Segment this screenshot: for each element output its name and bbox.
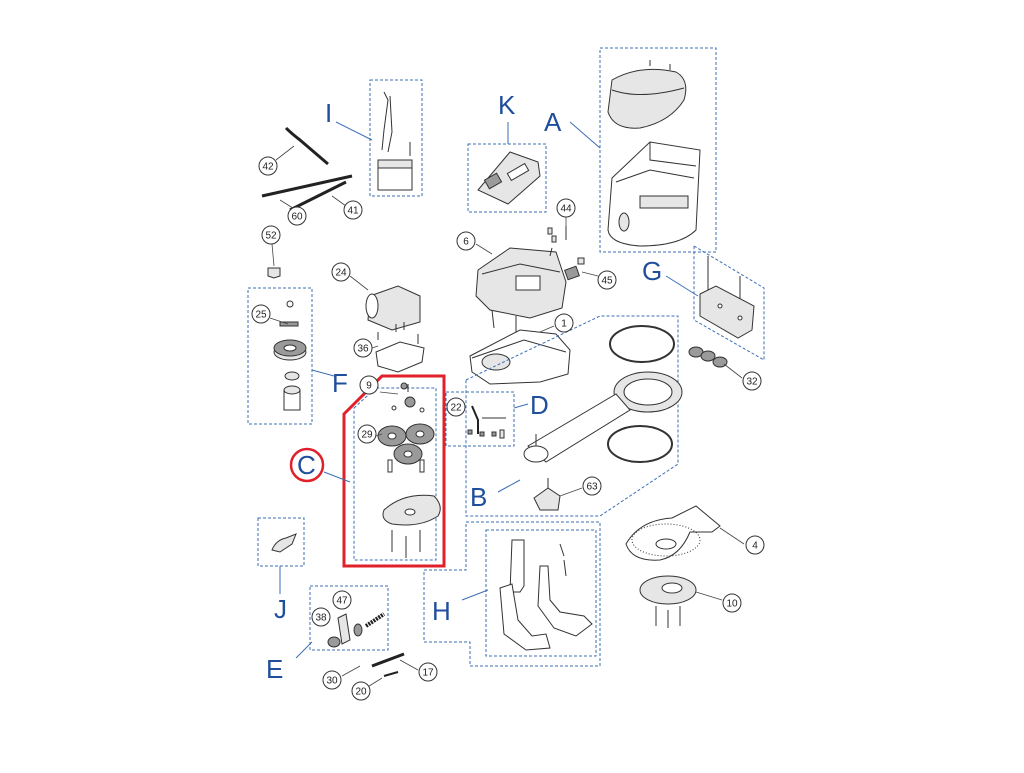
part-63-cam[interactable] <box>533 478 561 511</box>
part-32-washers[interactable] <box>688 346 728 368</box>
callout-36: 36 <box>353 338 373 358</box>
leader-a <box>569 121 601 149</box>
callout-41: 41 <box>343 200 363 220</box>
group-g-bracket[interactable] <box>693 245 765 361</box>
callout-24: 24 <box>331 262 351 282</box>
svg-text:44: 44 <box>560 204 572 215</box>
svg-text:41: 41 <box>347 206 359 217</box>
group-label-g: G <box>642 256 662 286</box>
svg-text:25: 25 <box>255 310 267 321</box>
svg-text:6: 6 <box>463 237 469 248</box>
callout-38: 38 <box>311 607 331 627</box>
part-24-motor[interactable] <box>365 285 421 332</box>
callout-32: 32 <box>742 371 762 391</box>
group-label-i: I <box>325 98 332 128</box>
svg-text:4: 4 <box>752 541 758 552</box>
leader-g <box>665 275 699 297</box>
svg-text:52: 52 <box>265 231 277 242</box>
group-h-legs[interactable] <box>423 521 601 667</box>
leader-b <box>497 479 521 493</box>
part-45-connector[interactable] <box>564 257 585 281</box>
svg-text:38: 38 <box>315 613 327 624</box>
group-i-transformer[interactable] <box>369 79 423 197</box>
wire-harness-parts[interactable] <box>261 126 353 212</box>
group-k-board[interactable] <box>467 143 547 213</box>
svg-text:45: 45 <box>601 276 613 287</box>
group-d-fasteners[interactable] <box>445 391 515 447</box>
svg-text:24: 24 <box>335 268 347 279</box>
group-j-key[interactable] <box>257 517 305 567</box>
group-label-e: E <box>266 654 283 684</box>
svg-text:63: 63 <box>586 482 598 493</box>
callout-29: 29 <box>357 424 377 444</box>
svg-text:42: 42 <box>262 162 274 173</box>
callout-42: 42 <box>258 156 278 176</box>
part-4-plate[interactable] <box>625 505 721 561</box>
leader-d <box>513 403 529 409</box>
part-36-gasket[interactable] <box>375 332 425 373</box>
svg-text:30: 30 <box>326 676 338 687</box>
callout-20: 20 <box>351 681 371 701</box>
callout-22: 22 <box>446 397 466 417</box>
group-label-h: H <box>432 596 451 626</box>
group-e-release[interactable] <box>309 585 389 651</box>
callout-45: 45 <box>597 270 617 290</box>
svg-text:60: 60 <box>291 212 303 223</box>
group-a-covers[interactable] <box>599 47 717 253</box>
part-44-pins[interactable] <box>547 226 567 243</box>
svg-text:17: 17 <box>422 668 434 679</box>
callout-1: 1 <box>554 313 574 333</box>
svg-text:22: 22 <box>450 403 462 414</box>
svg-text:1: 1 <box>561 319 567 330</box>
callout-9: 9 <box>359 375 379 395</box>
group-label-b: B <box>470 482 487 512</box>
group-label-k: K <box>498 90 516 120</box>
svg-text:36: 36 <box>357 344 369 355</box>
highlight-frame-c <box>342 374 446 568</box>
group-label-j: J <box>274 594 287 624</box>
callout-30: 30 <box>322 670 342 690</box>
part-52-clip[interactable] <box>267 267 281 279</box>
svg-text:29: 29 <box>361 430 373 441</box>
leader-c <box>323 471 351 483</box>
callout-17: 17 <box>418 662 438 682</box>
part-1-base[interactable] <box>469 329 571 385</box>
part-20-pin[interactable] <box>383 671 399 677</box>
group-c-gear-train[interactable] <box>342 374 446 568</box>
leader-f <box>311 369 335 377</box>
part-10-disk[interactable] <box>639 575 697 628</box>
callout-47: 47 <box>332 590 352 610</box>
callout-63: 63 <box>582 476 602 496</box>
svg-text:10: 10 <box>726 599 738 610</box>
leader-e <box>295 641 313 659</box>
group-label-f: F <box>332 368 348 398</box>
group-label-c: C <box>297 450 316 480</box>
svg-text:32: 32 <box>746 377 758 388</box>
svg-text:20: 20 <box>355 687 367 698</box>
group-b-arm[interactable] <box>465 315 683 517</box>
callout-60: 60 <box>287 206 307 226</box>
callout-10: 10 <box>722 593 742 613</box>
svg-text:9: 9 <box>366 381 372 392</box>
part-6-chassis[interactable] <box>475 247 567 334</box>
callout-25: 25 <box>251 304 271 324</box>
group-f-gear-shaft[interactable] <box>247 287 313 425</box>
callout-6: 6 <box>456 231 476 251</box>
callout-4: 4 <box>745 535 765 555</box>
svg-text:47: 47 <box>336 596 348 607</box>
part-17-pin[interactable] <box>371 652 405 668</box>
group-label-a: A <box>544 107 562 137</box>
group-label-d: D <box>530 390 549 420</box>
callout-44: 44 <box>556 198 576 218</box>
highlight-circle-c <box>289 447 325 483</box>
leader-i <box>335 121 373 141</box>
leader-h <box>461 589 489 601</box>
callout-52: 52 <box>261 225 281 245</box>
